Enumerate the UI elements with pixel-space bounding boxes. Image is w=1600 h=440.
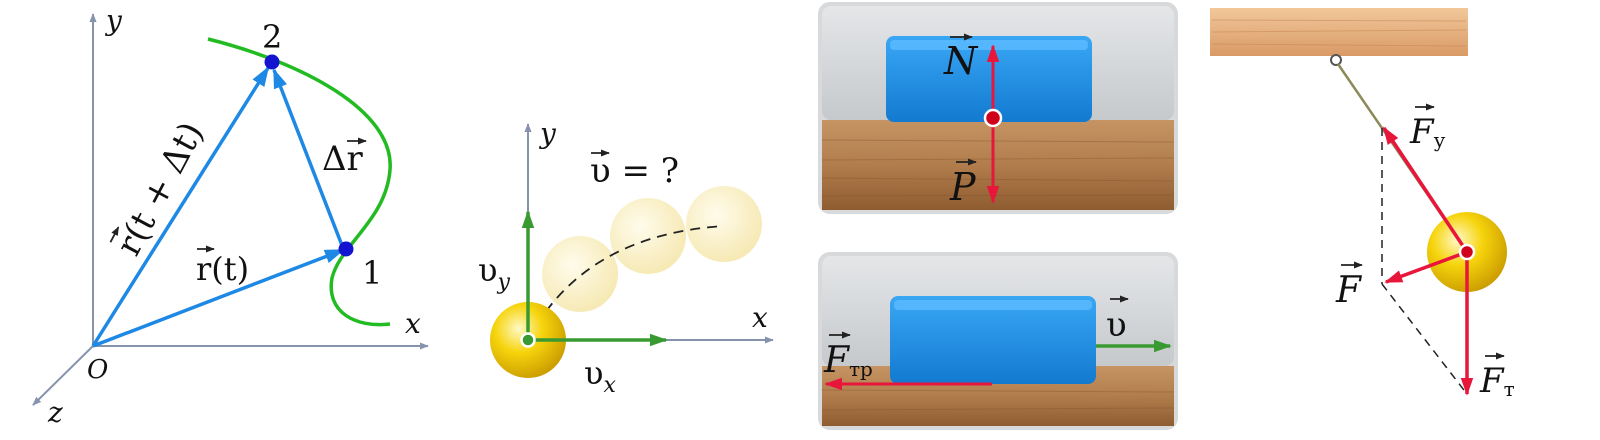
ball-center-dot xyxy=(520,332,536,348)
vy-label: υy xyxy=(478,251,510,295)
vx-subscript: x xyxy=(603,373,616,398)
normal-force-label: N xyxy=(943,33,979,83)
dashed-guide-diagonal xyxy=(1381,283,1468,395)
rest-contact-point xyxy=(983,108,1003,128)
r-t-dt-vector xyxy=(91,66,270,347)
velocity-question-text: υ = ? xyxy=(590,151,679,191)
ghost-ball-3 xyxy=(686,186,762,262)
slide-velocity-label: υ xyxy=(1106,295,1129,345)
pendulum-panel: Fу F Fт xyxy=(1210,8,1515,401)
hook xyxy=(1330,54,1342,66)
x-axis-label: x xyxy=(405,307,421,340)
point-2-dot xyxy=(264,54,280,70)
rest-block xyxy=(886,36,1092,122)
kinematics-panel: y x z O 2 1 r(t) r(t + Δt) Δr xyxy=(32,4,429,429)
gravity-symbol: F xyxy=(1479,361,1505,401)
friction-force-label: Fтр xyxy=(823,331,873,381)
friction-subscript: тр xyxy=(849,357,873,381)
ghost-ball-2 xyxy=(610,198,686,274)
y-axis-label: y xyxy=(104,4,123,37)
friction-symbol: F xyxy=(823,340,851,381)
delta-r-vector xyxy=(272,68,345,249)
block-friction-panel: Fтр υ xyxy=(818,252,1178,430)
block-rest-panel: N P xyxy=(818,2,1178,214)
tension-label: Fу xyxy=(1409,103,1446,152)
slide-velocity-text: υ xyxy=(1106,305,1127,345)
ceiling-board xyxy=(1210,8,1468,56)
ball-center-point xyxy=(1458,243,1476,261)
vy-subscript: y xyxy=(496,270,510,295)
proj-x-label: x xyxy=(752,301,768,334)
point-2-label: 2 xyxy=(262,18,282,56)
tension-vector xyxy=(1382,126,1469,253)
board-grain xyxy=(1211,19,1467,47)
point-1-label: 1 xyxy=(362,254,382,292)
vx-label: υx xyxy=(584,354,616,398)
friction-force-text: Fтр xyxy=(823,340,873,381)
r-t-label: r(t) xyxy=(196,245,249,288)
velocity-question: υ = ? xyxy=(590,149,679,191)
r-t-dt-arrow-accent xyxy=(109,226,120,243)
normal-force-text: N xyxy=(943,39,979,83)
gravity-label: Fт xyxy=(1479,352,1515,401)
resultant-vector xyxy=(1384,250,1468,284)
proj-y-label: y xyxy=(538,117,557,150)
z-axis xyxy=(32,345,94,406)
sliding-block xyxy=(890,296,1096,384)
r-t-vector xyxy=(92,248,345,348)
tension-symbol: F xyxy=(1409,112,1435,152)
ghost-ball-1 xyxy=(542,236,618,312)
rest-block-highlight xyxy=(890,40,1088,50)
weight-text: P xyxy=(949,165,977,209)
r-t-text: r(t) xyxy=(196,250,249,288)
gravity-subscript: т xyxy=(1504,377,1515,401)
point-1-dot xyxy=(338,241,354,257)
weight-label: P xyxy=(949,158,977,209)
gravity-text: Fт xyxy=(1479,361,1515,401)
tension-text: Fу xyxy=(1409,112,1446,152)
resultant-text: F xyxy=(1335,270,1363,311)
projectile-panel: y x υ = ? υy υx xyxy=(478,117,774,398)
resultant-label: F xyxy=(1335,261,1363,311)
vy-symbol: υ xyxy=(478,251,497,289)
delta-r-label: Δr xyxy=(322,137,367,179)
tension-subscript: у xyxy=(1434,128,1446,152)
sliding-block-highlight xyxy=(894,300,1092,310)
origin-label: O xyxy=(87,355,108,385)
z-axis-label: z xyxy=(47,396,63,429)
rest-table xyxy=(822,120,1174,210)
vx-symbol: υ xyxy=(584,354,603,392)
trajectory-curve xyxy=(207,37,392,327)
delta-r-text: Δr xyxy=(322,139,364,179)
friction-wood-grain xyxy=(821,389,1175,411)
